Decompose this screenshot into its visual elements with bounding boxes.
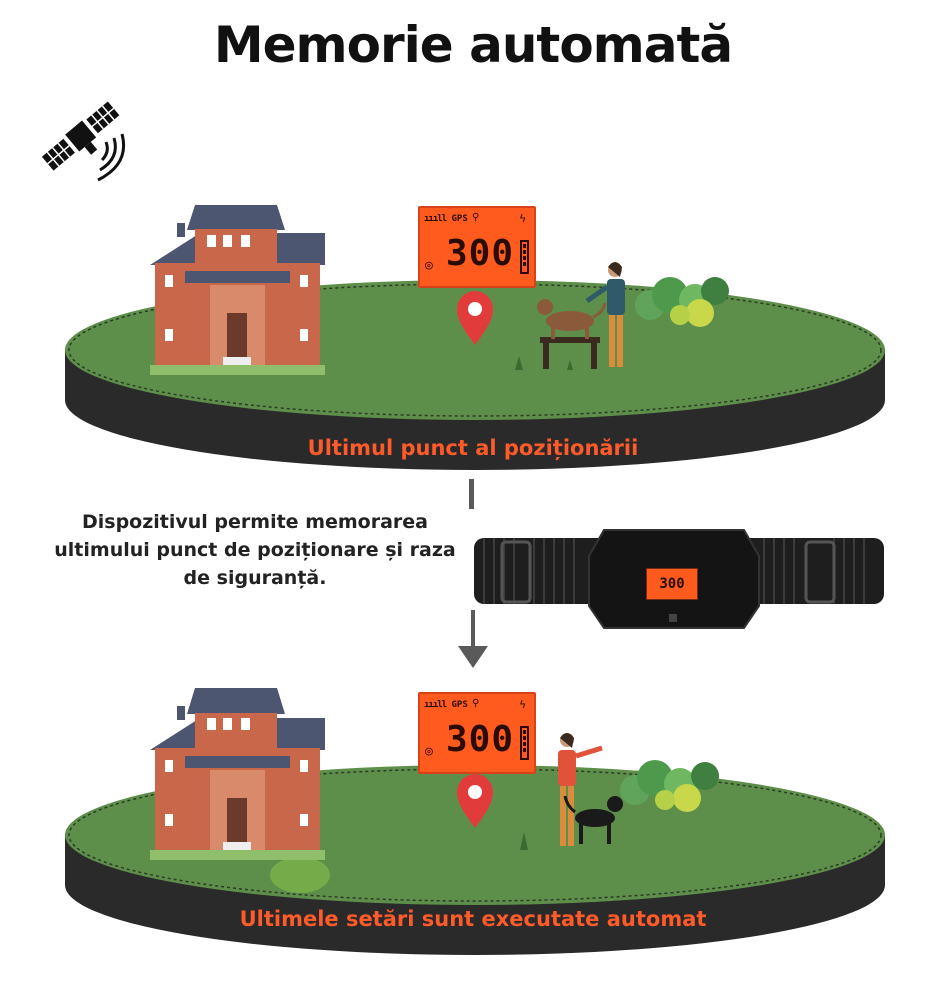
signal-icon: ıııll: [424, 700, 447, 710]
dog-icon: [563, 795, 623, 844]
bolt-icon: ϟ: [519, 212, 526, 225]
page-title: Memorie automată: [213, 16, 733, 74]
distance-value: 300: [446, 719, 515, 760]
mode-icon: ◎: [425, 744, 433, 759]
caption-auto-settings: Ultimele setări sunt executate automat: [239, 907, 707, 931]
bush-icon: [620, 760, 719, 812]
description-text: Dispozitivul permite memorarea ultimului…: [54, 511, 456, 589]
mode-icon: ◎: [425, 258, 433, 273]
battery-icon: [520, 726, 529, 760]
scene-auto-settings: [55, 680, 895, 980]
person-icon: [585, 262, 625, 367]
location-pin-icon: [457, 774, 493, 828]
battery-icon: [520, 240, 529, 274]
house-icon: [150, 688, 325, 860]
bolt-icon: ϟ: [519, 698, 526, 711]
caption-last-position: Ultimul punct al poziționării: [307, 436, 639, 460]
arrow-down-icon: [458, 646, 488, 668]
pin-icon: ⚲: [472, 698, 480, 709]
collar-display: 300: [646, 568, 698, 600]
gps-display: ıııll GPS ⚲ ϟ ◎ 300: [418, 206, 536, 288]
bush-icon: [635, 277, 729, 327]
pin-icon: ⚲: [472, 212, 480, 223]
dog-icon: [537, 299, 607, 369]
signal-icon: ıııll: [424, 214, 447, 224]
person-icon: [558, 733, 603, 846]
location-pin-icon: [457, 291, 493, 345]
gps-label: GPS: [451, 214, 468, 224]
scene-last-position: [55, 195, 895, 495]
connector-line: [469, 479, 474, 509]
arrow-line: [471, 610, 475, 648]
gps-label: GPS: [451, 700, 468, 710]
gps-display: ıııll GPS ⚲ ϟ ◎ 300: [418, 692, 536, 774]
dog-collar-icon: 300: [474, 516, 884, 636]
distance-value: 300: [446, 233, 515, 274]
satellite-icon: [30, 80, 140, 190]
house-icon: [150, 205, 325, 375]
